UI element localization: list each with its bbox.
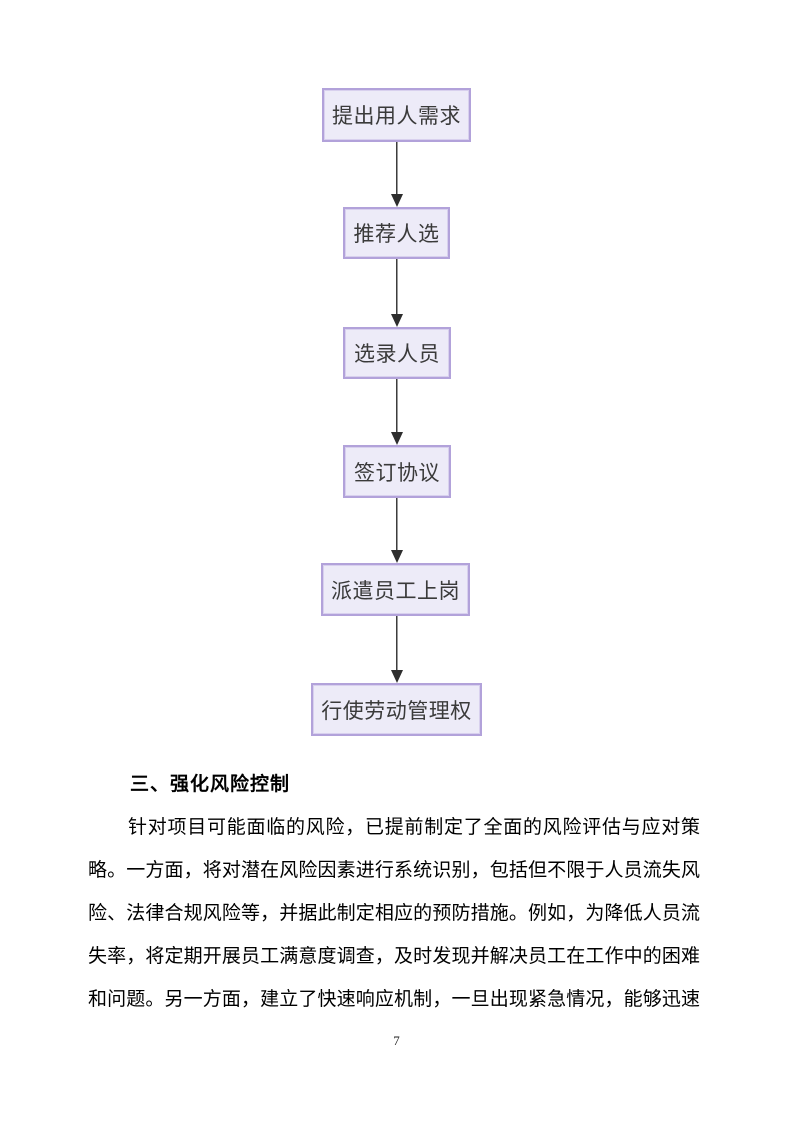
flow-step-4: 签订协议 [343, 445, 451, 498]
page-number: 7 [393, 1033, 400, 1048]
flow-step-4-label: 签订协议 [354, 461, 440, 485]
arrow-down-icon [390, 670, 403, 683]
flow-arrow-1 [390, 142, 403, 207]
flow-step-2-label: 推荐人选 [353, 223, 440, 246]
flow-step-3: 选录人员 [343, 327, 451, 379]
paragraph-line-2: 略。一方面，将对潜在风险因素进行系统识别，包括但不限于人员流失风 [88, 860, 700, 881]
arrow-down-icon [390, 432, 403, 445]
arrow-down-icon [390, 314, 403, 327]
flow-step-5: 派遣员工上岗 [321, 563, 470, 616]
paragraph-line-5: 和问题。另一方面，建立了快速响应机制，一旦出现紧急情况，能够迅速 [88, 989, 700, 1010]
flow-step-2: 推荐人选 [343, 207, 450, 259]
arrow-line [395, 259, 398, 316]
section-heading: 三、强化风险控制 [130, 774, 291, 795]
flow-step-1-label: 提出用人需求 [332, 105, 461, 128]
flow-step-1: 提出用人需求 [322, 88, 471, 142]
arrow-line [395, 379, 398, 434]
flow-step-6: 行使劳动管理权 [311, 683, 482, 736]
body-text: 三、强化风险控制 针对项目可能面临的风险，已提前制定了全面的风险评估与应对策 略… [88, 763, 700, 1021]
flow-step-3-label: 选录人员 [354, 343, 440, 366]
flow-arrow-2 [390, 259, 403, 327]
flow-arrow-5 [390, 616, 403, 683]
flow-arrow-4 [390, 498, 403, 563]
arrow-line [395, 142, 398, 196]
arrow-down-icon [390, 550, 403, 563]
arrow-line [395, 498, 398, 552]
arrow-line [395, 616, 398, 672]
paragraph-line-3: 险、法律合规风险等，并据此制定相应的预防措施。例如，为降低人员流 [88, 903, 700, 924]
paragraph-line-4: 失率，将定期开展员工满意度调查，及时发现并解决员工在工作中的困难 [88, 946, 700, 967]
arrow-down-icon [390, 194, 403, 207]
flow-step-6-label: 行使劳动管理权 [321, 699, 472, 723]
paragraph-line-1: 针对项目可能面临的风险，已提前制定了全面的风险评估与应对策 [128, 817, 700, 838]
flow-arrow-3 [390, 379, 403, 445]
flow-step-5-label: 派遣员工上岗 [331, 579, 460, 603]
